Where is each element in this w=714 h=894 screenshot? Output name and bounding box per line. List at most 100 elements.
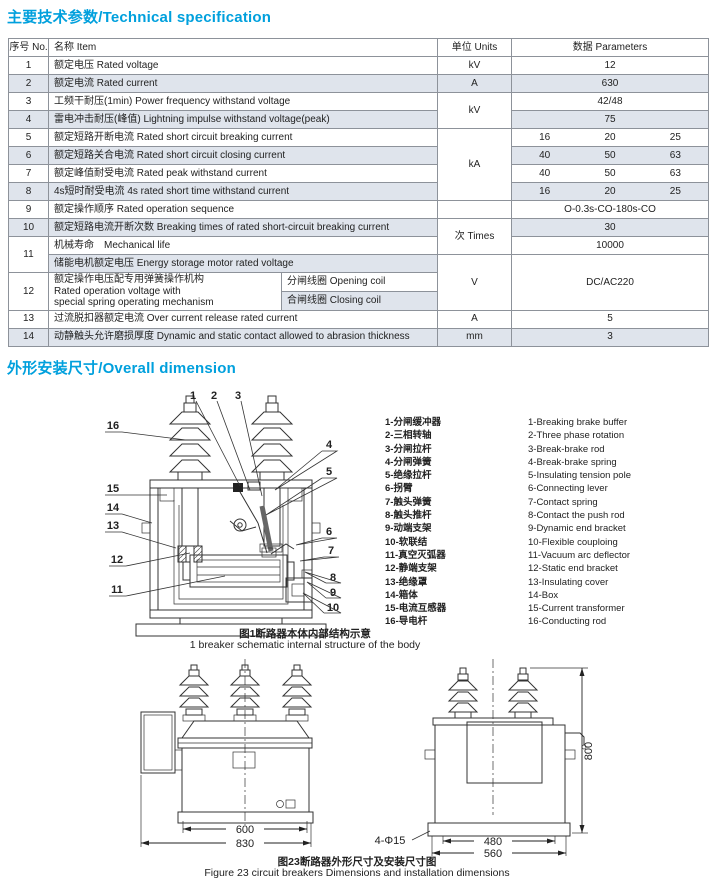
table-row: 12 额定操作电压配专用弹簧操作机构 Rated operation volta… xyxy=(8,272,709,311)
table-row: 13 过流脱扣器额定电流 Over current release rated … xyxy=(8,309,710,329)
operating-mechanism xyxy=(229,481,295,558)
row-unit-merged: kV xyxy=(437,92,513,129)
row-item: 额定短路关合电流 Rated short circuit closing cur… xyxy=(47,146,439,165)
table-row: 7 额定峰值耐受电流 Rated peak withstand current … xyxy=(8,164,710,183)
row-item: 工频干耐压(1min) Power frequency withstand vo… xyxy=(47,92,439,111)
side-dimensions: 800 480 560 4-Φ15 xyxy=(375,667,595,860)
callout-10: 10 xyxy=(327,602,339,614)
dim-800-label: 800 xyxy=(583,742,595,760)
row-item: 额定峰值耐受电流 Rated peak withstand current xyxy=(47,164,439,183)
row-no: 2 xyxy=(8,74,49,93)
value: 63 xyxy=(669,167,681,179)
value: 50 xyxy=(604,167,616,179)
row-no: 11 xyxy=(8,236,49,273)
row-value: 75 xyxy=(511,110,710,129)
header-no: 序号 No. xyxy=(8,38,49,57)
row-item: 额定电流 Rated current xyxy=(47,74,439,93)
callout-7: 7 xyxy=(328,545,334,557)
part-list-item: 14-箱体 xyxy=(385,589,418,601)
row-value-merged: DC/AC220 xyxy=(511,254,710,311)
table-row: 2 额定电流 Rated current A 630 xyxy=(8,74,710,93)
figure1-area: 1 2 3 16 15 14 13 12 11 4 5 xyxy=(0,388,714,656)
row-value: 3 xyxy=(511,327,710,347)
value: 16 xyxy=(539,185,551,197)
value: 16 xyxy=(539,131,551,143)
insulator-right xyxy=(250,395,294,481)
callout-11: 11 xyxy=(111,584,123,596)
part-list-item: 1-分闸缓冲器 xyxy=(385,417,441,428)
technical-spec-table: 序号 No. 名称 Item 单位 Units 数据 Parameters 1 … xyxy=(8,38,710,347)
table-row: 9 额定操作顺序 Rated operation sequence O-0.3s… xyxy=(8,200,710,219)
row-item: 额定电压 Rated voltage xyxy=(47,56,439,75)
row-value-triplet: 40 50 63 xyxy=(511,164,710,183)
row-no: 12 xyxy=(8,272,49,311)
row-item: 额定操作顺序 Rated operation sequence xyxy=(47,200,439,219)
row-unit: mm xyxy=(437,327,513,347)
callout-5: 5 xyxy=(326,466,332,478)
part-list-item: 15-Current transformer xyxy=(528,603,625,615)
row-value: 630 xyxy=(511,74,710,93)
row-item: 动静触头允许磨损厚度 Dynamic and static contact al… xyxy=(47,327,439,347)
row-no: 9 xyxy=(8,200,49,219)
row-value: 42/48 xyxy=(511,92,710,111)
table-row: 合闸线圈 Closing coil xyxy=(9,290,709,311)
part-list-item: 9-Dynamic end bracket xyxy=(528,523,626,535)
row-no: 6 xyxy=(8,146,49,165)
mounting-holes-label: 4-Φ15 xyxy=(375,835,406,847)
row-no: 3 xyxy=(8,92,49,111)
callout-6: 6 xyxy=(326,526,332,538)
callout-3: 3 xyxy=(235,390,241,402)
row-unit-merged: 次 Times xyxy=(437,218,513,255)
callout-9: 9 xyxy=(330,587,336,599)
figure1-caption-en: 1 breaker schematic internal structure o… xyxy=(189,639,421,651)
row-unit-merged: V xyxy=(437,254,513,311)
row-subitem-closing-coil: 合闸线圈 Closing coil xyxy=(280,290,439,311)
part-list-item: 12-静端支架 xyxy=(385,563,437,575)
row-value: 12 xyxy=(511,56,710,75)
figure1-callouts: 1 2 3 16 15 14 13 12 11 4 5 xyxy=(105,390,342,614)
callout-2: 2 xyxy=(211,390,217,402)
part-list-item: 12-Static end bracket xyxy=(528,563,618,575)
part-list-item: 4-Break-brake spring xyxy=(528,456,617,468)
front-insulators xyxy=(178,664,313,722)
dim-830-label: 830 xyxy=(236,838,254,850)
part-list-item: 1-Breaking brake buffer xyxy=(528,417,628,428)
bushings xyxy=(159,487,303,563)
figure23-area: 600 830 xyxy=(0,655,714,894)
dim-560-label: 560 xyxy=(484,848,502,860)
value: 25 xyxy=(669,185,681,197)
value: 25 xyxy=(669,131,681,143)
part-list-item: 8-触头推杆 xyxy=(385,510,432,522)
row-unit: A xyxy=(437,309,513,329)
section-title-technical: 主要技术参数/Technical specification xyxy=(7,9,272,26)
part-list-item: 11-Vacuum arc deflector xyxy=(528,549,631,561)
part-list-item: 7-触头弹簧 xyxy=(385,496,432,508)
part-list-item: 14-Box xyxy=(528,589,559,601)
part-list-item: 7-Contact spring xyxy=(528,496,598,508)
part-list-item: 13-绝缘罩 xyxy=(385,576,428,588)
part-list-item: 11-真空灭弧器 xyxy=(385,549,446,561)
row-item: 过流脱扣器额定电流 Over current release rated cur… xyxy=(47,309,439,329)
side-insulators xyxy=(447,667,539,719)
part-list-item: 10-Flexible couploing xyxy=(528,536,618,548)
row-no: 7 xyxy=(8,164,49,183)
part-list-item: 16-Conducting rod xyxy=(528,616,607,628)
part-list-item: 5-绝缘拉杆 xyxy=(385,470,432,482)
value: 40 xyxy=(539,167,551,179)
front-dimensions: 600 830 xyxy=(140,775,312,850)
vacuum-interrupter xyxy=(182,554,295,588)
callout-15: 15 xyxy=(107,483,119,495)
table-row: 6 额定短路关合电流 Rated short circuit closing c… xyxy=(8,146,710,165)
table-row: 储能电机额定电压 Energy storage motor rated volt… xyxy=(9,254,710,311)
row-item: 储能电机额定电压 Energy storage motor rated volt… xyxy=(47,254,439,273)
row-no: 13 xyxy=(8,309,49,329)
table-row: 10 额定短路电流开断次数 Breaking times of rated sh… xyxy=(8,218,710,255)
row-no: 4 xyxy=(8,110,49,129)
row-no: 1 xyxy=(8,56,49,75)
row-item: 额定短路电流开断次数 Breaking times of rated short… xyxy=(47,218,439,237)
figure23-caption-en: Figure 23 circuit breakers Dimensions an… xyxy=(204,867,510,879)
row-item: 4s短时耐受电流 4s rated short time withstand c… xyxy=(47,182,439,201)
row-no: 14 xyxy=(8,327,49,347)
